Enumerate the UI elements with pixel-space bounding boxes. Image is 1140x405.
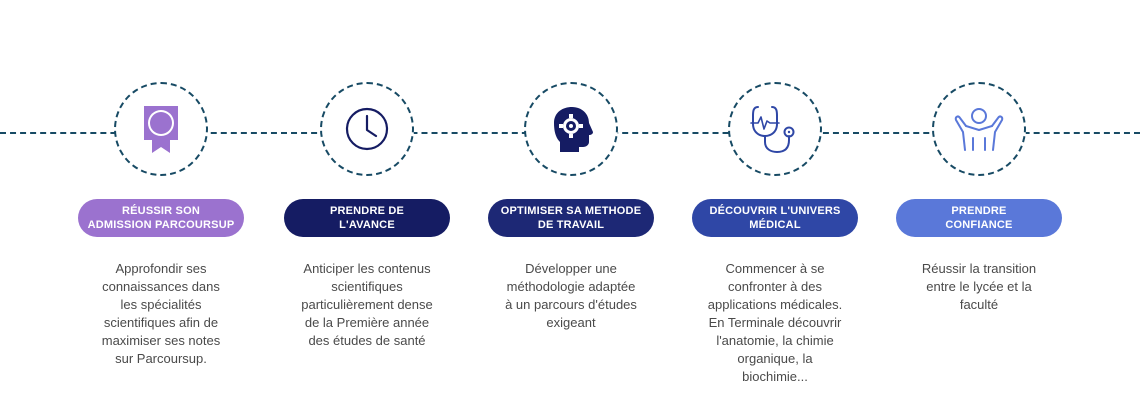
step-advance: PRENDRE DE L'AVANCE Anticiper les conten… <box>282 82 452 350</box>
step-method: OPTIMISER SA METHODE DE TRAVAIL Développ… <box>486 82 656 332</box>
confident-person-icon <box>954 108 1004 151</box>
step-title-pill: OPTIMISER SA METHODE DE TRAVAIL <box>488 199 654 237</box>
head-gear-icon <box>554 107 593 152</box>
step-title-pill: RÉUSSIR SON ADMISSION PARCOURSUP <box>78 199 244 237</box>
step-icon-circle <box>728 82 822 176</box>
step-icon-circle <box>932 82 1026 176</box>
step-description: Réussir la transition entre le lycée et … <box>921 261 1037 312</box>
step-confidence: PRENDRE CONFIANCE Réussir la transition … <box>894 82 1064 314</box>
step-description: Anticiper les contenus scientifiques par… <box>301 261 433 348</box>
step-icon-circle <box>320 82 414 176</box>
clock-icon <box>345 107 389 151</box>
step-icon-circle <box>524 82 618 176</box>
step-description: Commencer à se confronter à des applicat… <box>707 261 843 384</box>
step-title-pill: PRENDRE CONFIANCE <box>896 199 1062 237</box>
step-title-pill: DÉCOUVRIR L'UNIVERS MÉDICAL <box>692 199 858 237</box>
step-parcoursup: RÉUSSIR SON ADMISSION PARCOURSUP Approfo… <box>76 82 246 368</box>
step-icon-circle <box>114 82 208 176</box>
stethoscope-icon <box>750 106 795 154</box>
step-title-pill: PRENDRE DE L'AVANCE <box>284 199 450 237</box>
award-ribbon-icon <box>144 106 178 153</box>
step-medical: DÉCOUVRIR L'UNIVERS MÉDICAL Commencer à … <box>690 82 860 386</box>
step-description: Développer une méthodologie adaptée à un… <box>505 261 637 330</box>
step-description: Approfondir ses connaissances dans les s… <box>101 261 221 366</box>
